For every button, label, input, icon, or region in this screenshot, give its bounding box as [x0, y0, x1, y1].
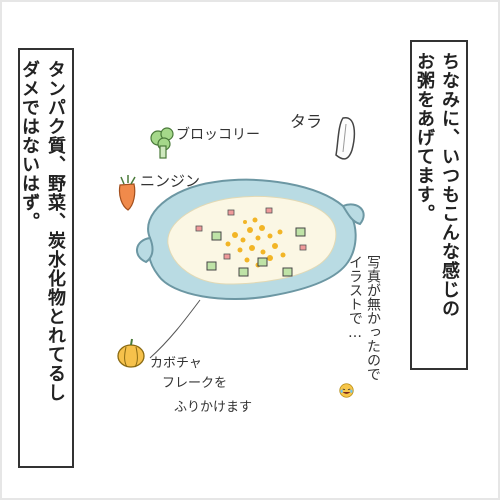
pumpkin-icon: [117, 338, 145, 368]
pumpkin-flakes: [225, 217, 286, 268]
cod-fillet-icon: [335, 117, 356, 160]
caption-box-right: ちなみに、いつもこんな感じの お粥をあげてます。: [410, 40, 468, 370]
cod-label: タラ: [290, 112, 323, 131]
broccoli-label: ブロッコリー: [176, 127, 260, 143]
laughing-tears-icon: [339, 383, 354, 398]
caption-box-left: タンパク質、野菜、炭水化物とれてるし ダメではないはず。: [18, 48, 74, 468]
kabocha-label-line3: ふりかけます: [174, 400, 253, 415]
bowl: [136, 178, 365, 301]
kabocha-label-line1: カボチャ: [150, 356, 202, 371]
kabocha-label-line2: フレークを: [162, 376, 228, 391]
carrot-label: ニンジン: [140, 172, 201, 190]
broccoli-icon: [150, 127, 174, 159]
pointer-line: [149, 299, 201, 359]
illustration-note: 写真が無かったので イラストで…: [347, 255, 381, 381]
carrot-icon: [118, 175, 136, 211]
vegetable-bits: [195, 207, 307, 277]
